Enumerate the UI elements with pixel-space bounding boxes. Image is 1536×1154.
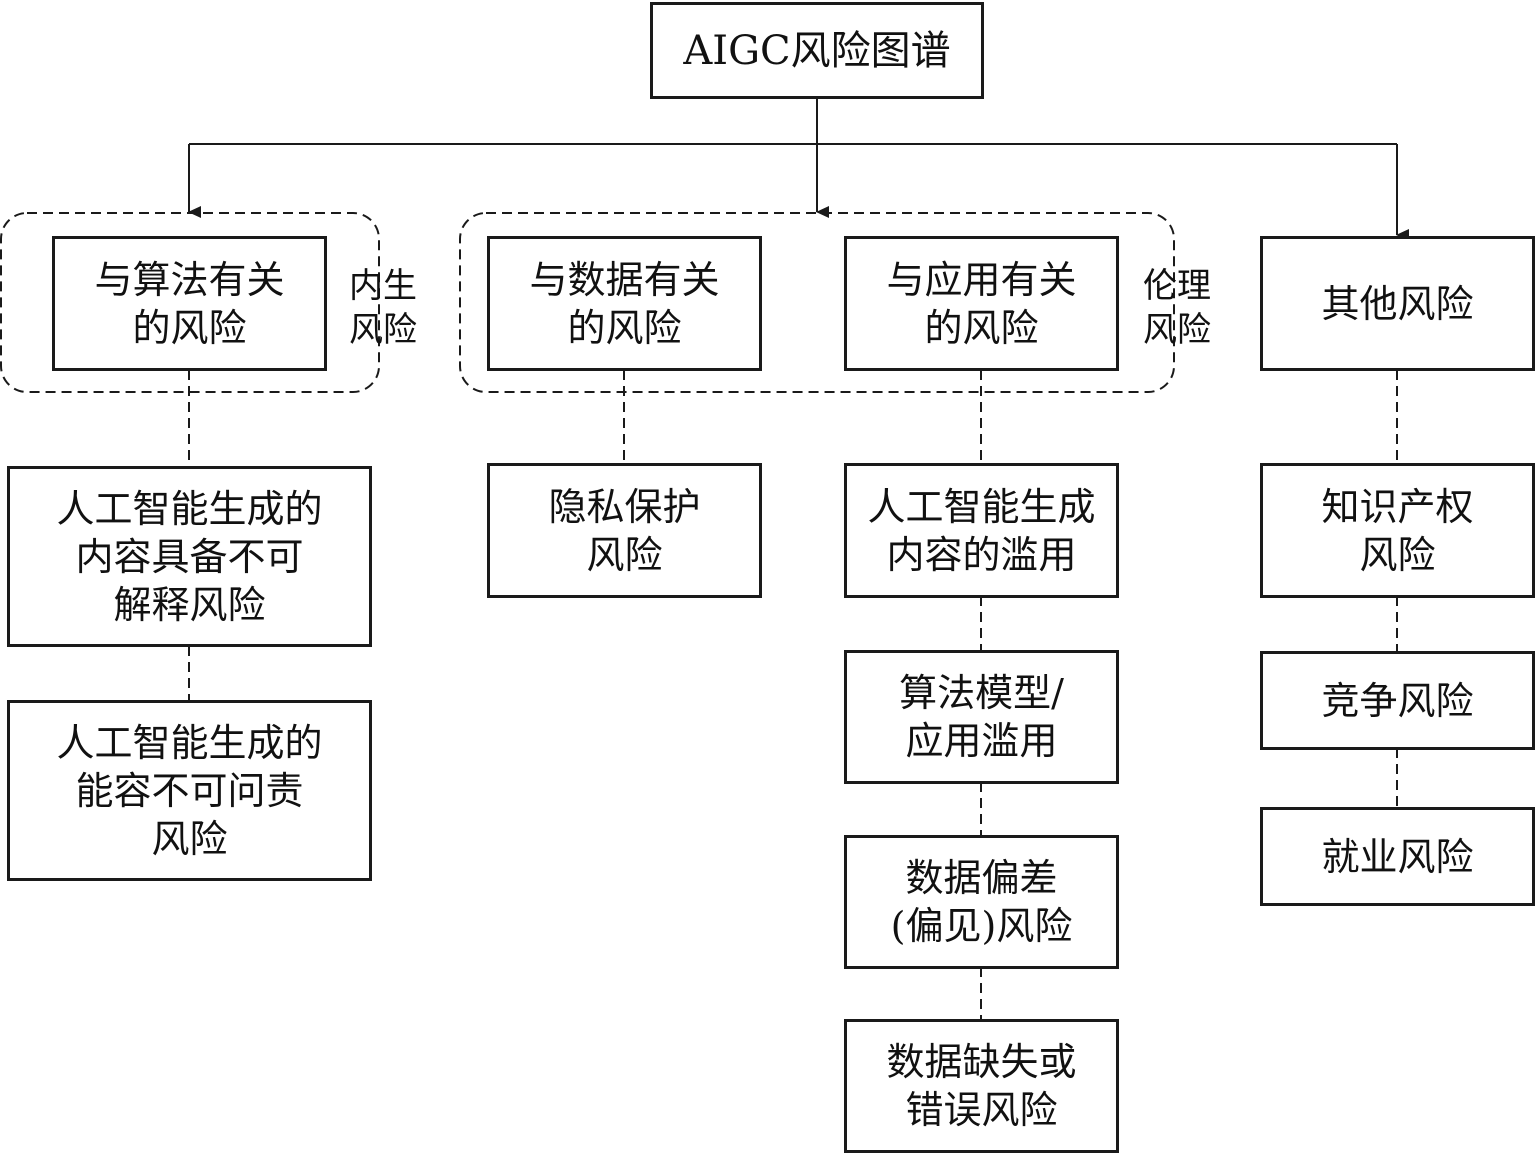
category-other-line-1: 其他风险 — [1321, 281, 1474, 326]
leaf-model-abuse-line-2: 应用滥用 — [905, 719, 1058, 763]
leaf-privacy-risk-line-1: 隐私保护 — [548, 484, 701, 529]
intrinsic-risk-label-line-1: 内生 — [349, 266, 417, 306]
leaf-unaccountable-risk-line-2: 能容不可问责 — [75, 768, 304, 813]
leaf-data-bias-risk: 数据偏差 (偏见)风险 — [844, 835, 1119, 969]
intrinsic-risk-label: 内生 风险 — [343, 264, 423, 352]
leaf-data-missing-risk-line-2: 错误风险 — [905, 1088, 1058, 1132]
category-data-line-2: 的风险 — [567, 305, 682, 350]
category-application-line-1: 与应用有关 — [886, 257, 1077, 302]
leaf-unaccountable-risk-line-1: 人工智能生成的 — [56, 720, 323, 765]
category-data: 与数据有关 的风险 — [487, 236, 762, 371]
leaf-data-missing-risk: 数据缺失或 错误风险 — [844, 1019, 1119, 1153]
category-data-line-1: 与数据有关 — [529, 257, 720, 302]
ethical-risk-label-line-2: 风险 — [1143, 310, 1211, 350]
leaf-unexplainable-risk-line-3: 解释风险 — [113, 582, 266, 627]
leaf-competition-risk-line-1: 竞争风险 — [1321, 678, 1474, 723]
leaf-unexplainable-risk-line-2: 内容具备不可 — [75, 534, 304, 579]
category-application-line-2: 的风险 — [924, 305, 1039, 350]
category-algorithm: 与算法有关 的风险 — [52, 236, 327, 371]
root-node: AIGC风险图谱 — [650, 2, 984, 99]
leaf-data-bias-risk-line-2: (偏见)风险 — [890, 904, 1073, 948]
ethical-risk-label-line-1: 伦理 — [1143, 266, 1211, 306]
leaf-data-bias-risk-line-1: 数据偏差 — [905, 856, 1058, 900]
leaf-privacy-risk-line-2: 风险 — [586, 532, 663, 577]
category-other: 其他风险 — [1260, 236, 1535, 371]
category-algorithm-line-1: 与算法有关 — [94, 257, 285, 302]
leaf-unexplainable-risk-line-1: 人工智能生成的 — [56, 486, 323, 531]
leaf-content-abuse-line-1: 人工智能生成 — [867, 484, 1096, 529]
category-algorithm-line-2: 的风险 — [132, 305, 247, 350]
leaf-ip-risk-line-2: 风险 — [1359, 532, 1436, 577]
leaf-ip-risk: 知识产权 风险 — [1260, 463, 1535, 598]
leaf-competition-risk: 竞争风险 — [1260, 651, 1535, 750]
leaf-unaccountable-risk-line-3: 风险 — [151, 816, 228, 861]
leaf-data-missing-risk-line-1: 数据缺失或 — [886, 1040, 1077, 1084]
leaf-privacy-risk: 隐私保护 风险 — [487, 463, 762, 598]
category-application: 与应用有关 的风险 — [844, 236, 1119, 371]
leaf-employment-risk-line-1: 就业风险 — [1321, 834, 1474, 879]
ethical-risk-label: 伦理 风险 — [1137, 264, 1217, 352]
leaf-unaccountable-risk: 人工智能生成的 能容不可问责 风险 — [7, 700, 372, 881]
root-title: AIGC风险图谱 — [683, 27, 951, 74]
leaf-model-abuse: 算法模型/ 应用滥用 — [844, 650, 1119, 784]
intrinsic-risk-label-line-2: 风险 — [349, 310, 417, 350]
leaf-connectors — [188, 370, 1398, 1020]
leaf-model-abuse-line-1: 算法模型/ — [899, 671, 1064, 715]
leaf-content-abuse-line-2: 内容的滥用 — [886, 532, 1077, 577]
leaf-ip-risk-line-1: 知识产权 — [1321, 484, 1474, 529]
leaf-content-abuse: 人工智能生成 内容的滥用 — [844, 463, 1119, 598]
leaf-employment-risk: 就业风险 — [1260, 807, 1535, 906]
ethical-risk-group-outline — [459, 212, 1175, 393]
leaf-unexplainable-risk: 人工智能生成的 内容具备不可 解释风险 — [7, 466, 372, 647]
